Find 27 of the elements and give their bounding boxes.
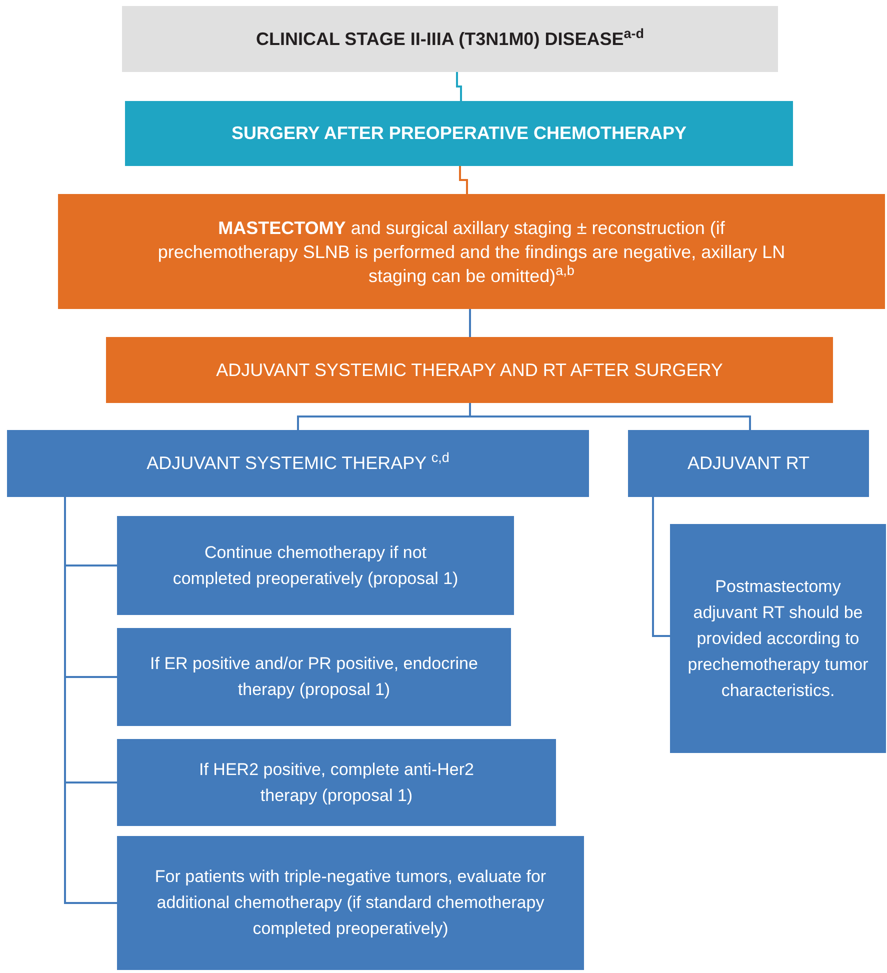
process-box [106, 337, 833, 403]
option-box [117, 516, 514, 615]
stage-box [122, 6, 778, 72]
connector-line [469, 309, 471, 337]
recommendation-box [670, 524, 886, 753]
box-text: Continue chemotherapy if not completed preoperatively (proposal 1) [172, 542, 460, 590]
category-box [7, 430, 589, 497]
option-box [117, 836, 584, 970]
box-text: ADJUVANT SYSTEMIC THERAPY AND RT AFTER SURGERY [216, 358, 723, 382]
option-box [117, 628, 511, 726]
option-box [117, 739, 556, 826]
connector-line [469, 403, 751, 430]
category-box [628, 430, 869, 497]
box-text: ADJUVANT SYSTEMIC THERAPY $^{c,d}$ [146, 450, 450, 475]
box-text: SURGERY AFTER PREOPERATIVE CHEMOTHERAPY [231, 122, 687, 145]
connector-line [456, 72, 462, 101]
box-text: MASTECTOMY and surgical axillary staging ± reconstruction (if prechemotherapy SLNB is performed and the findings are negative, axillary LN staging can be omitted)$^{a,b}$ [156, 216, 786, 288]
process-box [125, 101, 793, 166]
connector-line [459, 166, 468, 194]
box-text: CLINICAL STAGE II-IIIA (T3N1M0) DISEASE$^{a-d}$ [256, 26, 644, 51]
box-text: Postmastectomy adjuvant RT should be provided according to prechemotherapy tumor characteristics. [686, 576, 870, 702]
process-box [58, 194, 885, 309]
box-text: If HER2 positive, complete anti-Her2 therapy (proposal 1) [198, 758, 475, 806]
box-text: ADJUVANT RT [687, 452, 810, 475]
box-text: If ER positive and/or PR positive, endocrine therapy (proposal 1) [149, 653, 479, 701]
connector-line [652, 497, 670, 637]
box-text: For patients with triple-negative tumors, evaluate for additional chemotherapy (if standard chemotherapy completed preoperatively) [154, 866, 548, 940]
